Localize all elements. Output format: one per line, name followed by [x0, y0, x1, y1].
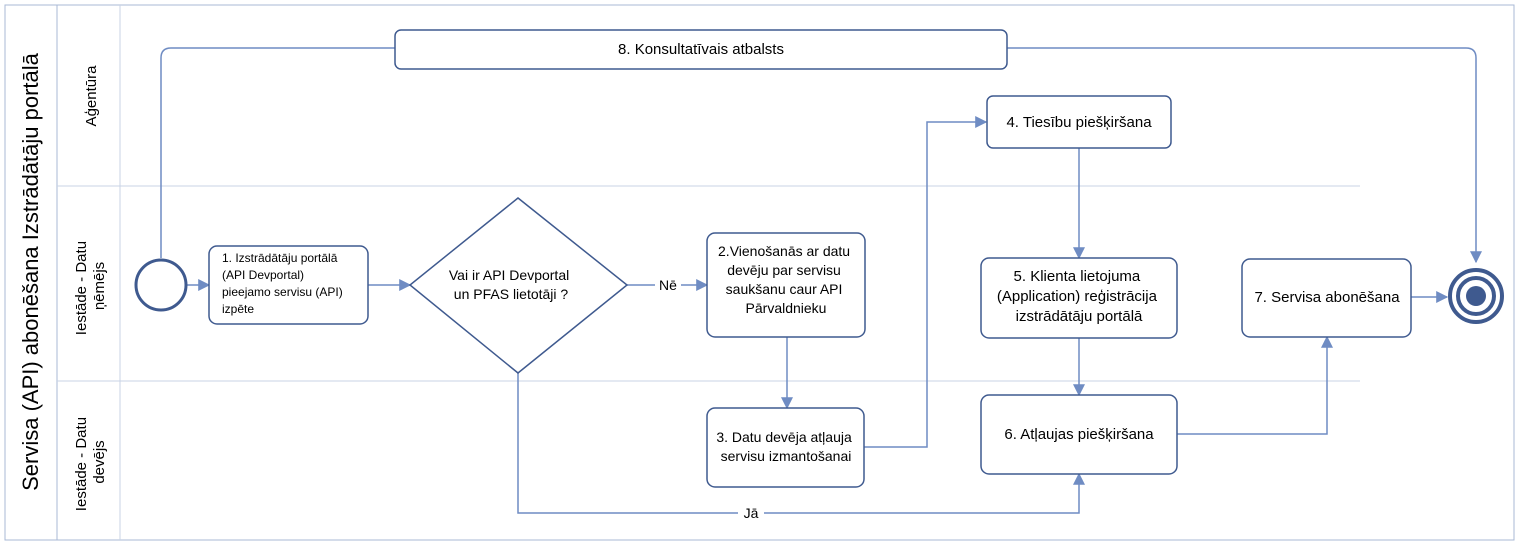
task-6-label: 6. Atļaujas piešķiršana — [1004, 426, 1154, 443]
label-bg-yes — [738, 504, 764, 522]
task-7-service-subscription[interactable] — [1241, 258, 1412, 338]
connectors — [160, 47, 1482, 514]
gateway-no-label: Nē — [659, 277, 677, 293]
task-3-label: 3. Datu devēja atļauja servisu izmantoša… — [716, 429, 855, 464]
lane-label-consumer: Iestāde - Datu ņēmējs — [73, 237, 108, 335]
flow-t3-to-t4 — [864, 116, 988, 448]
decision-gateway[interactable] — [408, 197, 629, 374]
task-6-permission-granting[interactable] — [980, 394, 1178, 475]
flow-support-to-end — [1007, 47, 1482, 264]
end-event[interactable] — [1448, 268, 1504, 324]
gateway-question: Vai ir API Devportal un PFAS lietotāji ? — [449, 267, 573, 302]
task-3-provider-permission[interactable] — [706, 407, 865, 488]
label-bg-no — [655, 276, 681, 294]
pool-title: Servisa (API) abonēšana Izstrādātāju por… — [18, 52, 43, 491]
task-1-label: 1. Izstrādātāju portālā (API Devportal) … — [222, 251, 346, 316]
gateway-yes-label: Jā — [744, 505, 759, 521]
lane-label-agency: Aģentūra — [83, 65, 100, 127]
task-5-label: 5. Klienta lietojuma (Application) reģis… — [997, 268, 1161, 325]
task-4-label: 4. Tiesību piešķiršana — [1006, 114, 1152, 131]
lane-label-provider: Iestāde - Datu devējs — [73, 413, 108, 511]
task-4-rights-granting[interactable] — [986, 95, 1172, 149]
task-1-portal-exploration[interactable] — [208, 245, 369, 325]
task-8-consulting-support[interactable] — [394, 29, 1008, 70]
flow-start-to-support — [160, 47, 395, 258]
task-7-label: 7. Servisa abonēšana — [1254, 289, 1400, 306]
task-2-agreement[interactable] — [706, 232, 866, 338]
task-2-label: 2.Vienošanās ar datu devēju par servisu … — [718, 243, 854, 316]
flow-gateway-yes — [517, 373, 1085, 514]
task-5-application-registration[interactable] — [980, 257, 1178, 339]
flow-t6-to-t7 — [1177, 335, 1333, 435]
task-8-label: 8. Konsultatīvais atbalsts — [618, 41, 784, 58]
start-event[interactable] — [134, 258, 188, 312]
